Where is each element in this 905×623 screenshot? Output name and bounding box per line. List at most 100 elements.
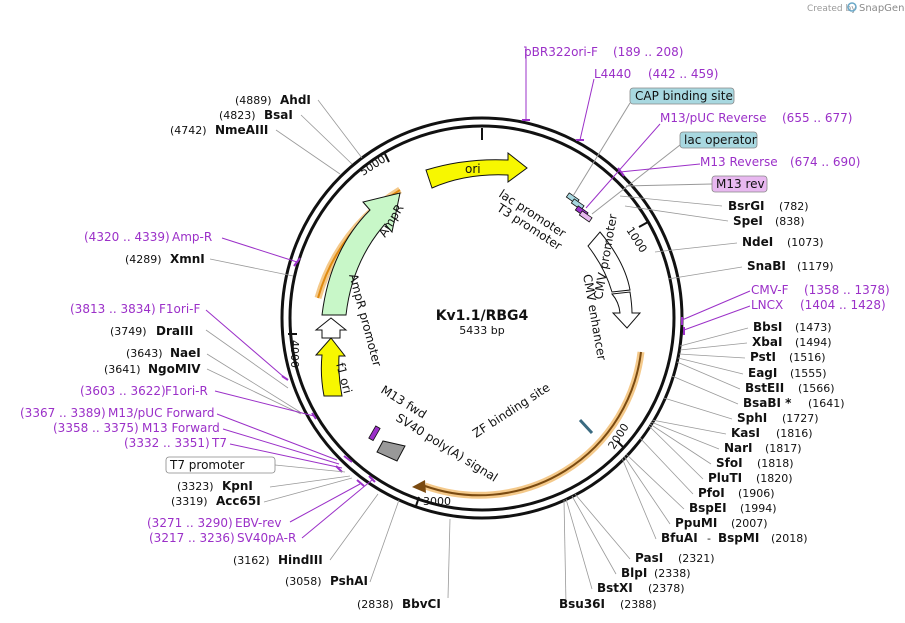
site-pfoi-name: PfoI	[698, 486, 725, 500]
sites-left: (4889) AhdI (4823) BsaI (4742) NmeAIII (…	[20, 93, 451, 611]
site-draiii-name: DraIII	[156, 324, 193, 338]
primer-amp-r-range: (4320 .. 4339)	[84, 230, 170, 244]
primer-m13-forward-range: (3358 .. 3375)	[53, 421, 139, 435]
primer-l4440-name: L4440	[594, 67, 631, 81]
site-bspei-pos: (1994)	[740, 502, 777, 515]
cmv-region-arrowhead	[412, 480, 426, 493]
cmv-region-arc	[424, 351, 642, 497]
cap-binding-site-label: CAP binding site	[635, 89, 733, 103]
site-psti-name: PstI	[750, 350, 776, 364]
site-bspmi-name: BspMI	[718, 531, 759, 545]
m13-fwd-mark	[368, 425, 381, 442]
cmv-enhancer-arrow	[587, 231, 631, 293]
site-bsteii-name: BstEII	[745, 381, 784, 395]
site-ahdi-name: AhdI	[280, 93, 311, 107]
tick-label-4000: 4000	[288, 340, 301, 368]
site-bbvci-name: BbvCI	[402, 597, 441, 611]
site-bsai-name: BsaI	[264, 108, 293, 122]
credit-prefix: Created by	[807, 4, 857, 14]
m13-rev-box	[711, 175, 768, 193]
primer-m13-puc-reverse-name: M13/pUC Reverse	[660, 111, 767, 125]
site-hindiii-pos: (3162)	[233, 554, 270, 567]
site-pshai-pos: (3058)	[285, 575, 322, 588]
primer-f1ori-f-name: F1ori-F	[159, 302, 200, 316]
site-kpni-name: KpnI	[222, 479, 253, 493]
site-pluti-pos: (1820)	[756, 472, 793, 485]
site-bsu36i-pos: (2388)	[620, 598, 657, 611]
site-sfoi-pos: (1818)	[757, 457, 794, 470]
site-kasi-name: KasI	[731, 426, 760, 440]
site-bsrgi-pos: (782)	[779, 200, 809, 213]
site-bstxi-name: BstXI	[597, 581, 633, 595]
primer-pbr322ori-f-range: (189 .. 208)	[613, 45, 683, 59]
t7-promoter-label: T7 promoter	[169, 458, 245, 472]
site-xmni-pos: (4289)	[125, 253, 162, 266]
site-spei-name: SpeI	[733, 214, 763, 228]
snapgene-logo-icon	[847, 2, 857, 12]
primer-m13-forward-name: M13 Forward	[142, 421, 220, 435]
site-bspmi-pos: (2018)	[771, 532, 808, 545]
feature-label-ampr-promoter: AmpR promoter	[346, 272, 384, 368]
t7-promoter-box	[165, 456, 276, 474]
m13-rev-label: M13 rev	[716, 177, 765, 191]
site-ndei-name: NdeI	[742, 235, 773, 249]
tick-label-3000: 3000	[423, 495, 451, 508]
primer-callouts-right: pBR322ori-F (189 .. 208) L4440 (442 .. 4…	[522, 45, 860, 215]
site-ngomiv-pos: (3641)	[104, 363, 141, 376]
site-bstxi-pos: (2378)	[648, 582, 685, 595]
primer-sv40pa-r-range: (3217 .. 3236)	[149, 531, 235, 545]
cap-binding-site-box	[629, 87, 735, 105]
primer-lncx-name: LNCX	[751, 298, 783, 312]
site-kasi-pos: (1816)	[776, 427, 813, 440]
primer-cmv-f-name: CMV-F	[751, 283, 789, 297]
site-ppumi-name: PpuMI	[675, 516, 717, 530]
site-eagi-name: EagI	[748, 366, 777, 380]
primer-f1ori-f-range: (3813 .. 3834)	[70, 302, 156, 316]
primer-m13-reverse-name: M13 Reverse	[700, 155, 778, 169]
site-xbai-name: XbaI	[752, 335, 782, 349]
site-bbvci-pos: (2838)	[357, 598, 394, 611]
site-bbsi-pos: (1473)	[795, 321, 832, 334]
primer-amp-r-name: Amp-R	[172, 230, 212, 244]
primer-m13-puc-reverse-range: (655 .. 677)	[782, 111, 852, 125]
site-draiii-pos: (3749)	[110, 325, 147, 338]
site-nari-name: NarI	[724, 441, 753, 455]
site-spei-pos: (838)	[775, 215, 805, 228]
ampr-promoter-arrow	[314, 317, 348, 339]
tick-label-1000: 1000	[623, 225, 649, 256]
site-ndei-pos: (1073)	[787, 236, 824, 249]
site-bsai-pos: (4823)	[219, 109, 256, 122]
site-sphi-name: SphI	[737, 411, 767, 425]
site-xbai-pos: (1494)	[795, 336, 832, 349]
primer-cmv-f-range: (1358 .. 1378)	[804, 283, 890, 297]
site-pasi-pos: (2321)	[678, 552, 715, 565]
site-sphi-pos: (1727)	[782, 412, 819, 425]
zf-binding-site-mark	[578, 418, 594, 435]
lac-operator-box	[679, 131, 758, 149]
ampr-arrow	[321, 192, 401, 316]
site-acc65i-pos: (3319)	[171, 495, 208, 508]
site-xmni-name: XmnI	[170, 252, 205, 266]
site-ppumi-pos: (2007)	[731, 517, 768, 530]
primer-f1ori-r-name: F1ori-R	[165, 384, 208, 398]
site-bsu36i-name: Bsu36I	[559, 597, 605, 611]
site-blpi-pos: (2338)	[654, 567, 691, 580]
site-pluti-name: PluTI	[708, 471, 742, 485]
primer-pbr322ori-f-name: pBR322ori-F	[524, 45, 598, 59]
site-eagi-pos: (1555)	[790, 367, 827, 380]
site-pasi-name: PasI	[635, 551, 663, 565]
site-bbsi-name: BbsI	[753, 320, 782, 334]
site-naei-name: NaeI	[170, 346, 201, 360]
site-hindiii-name: HindIII	[278, 553, 323, 567]
site-psti-pos: (1516)	[789, 351, 826, 364]
site-bfuai-name: BfuAI	[661, 531, 698, 545]
primer-ebv-rev-range: (3271 .. 3290)	[147, 516, 233, 530]
primer-l4440-range: (442 .. 459)	[648, 67, 718, 81]
site-pfoi-pos: (1906)	[738, 487, 775, 500]
primer-f1ori-r-range: (3603 .. 3622)	[80, 384, 166, 398]
feature-label-zf-binding-site: ZF binding site	[470, 380, 552, 440]
site-snabi-name: SnaBI	[747, 259, 786, 273]
primer-t7-range: (3332 .. 3351)	[124, 436, 210, 450]
primer-ebv-rev-name: EBV-rev	[235, 516, 281, 530]
